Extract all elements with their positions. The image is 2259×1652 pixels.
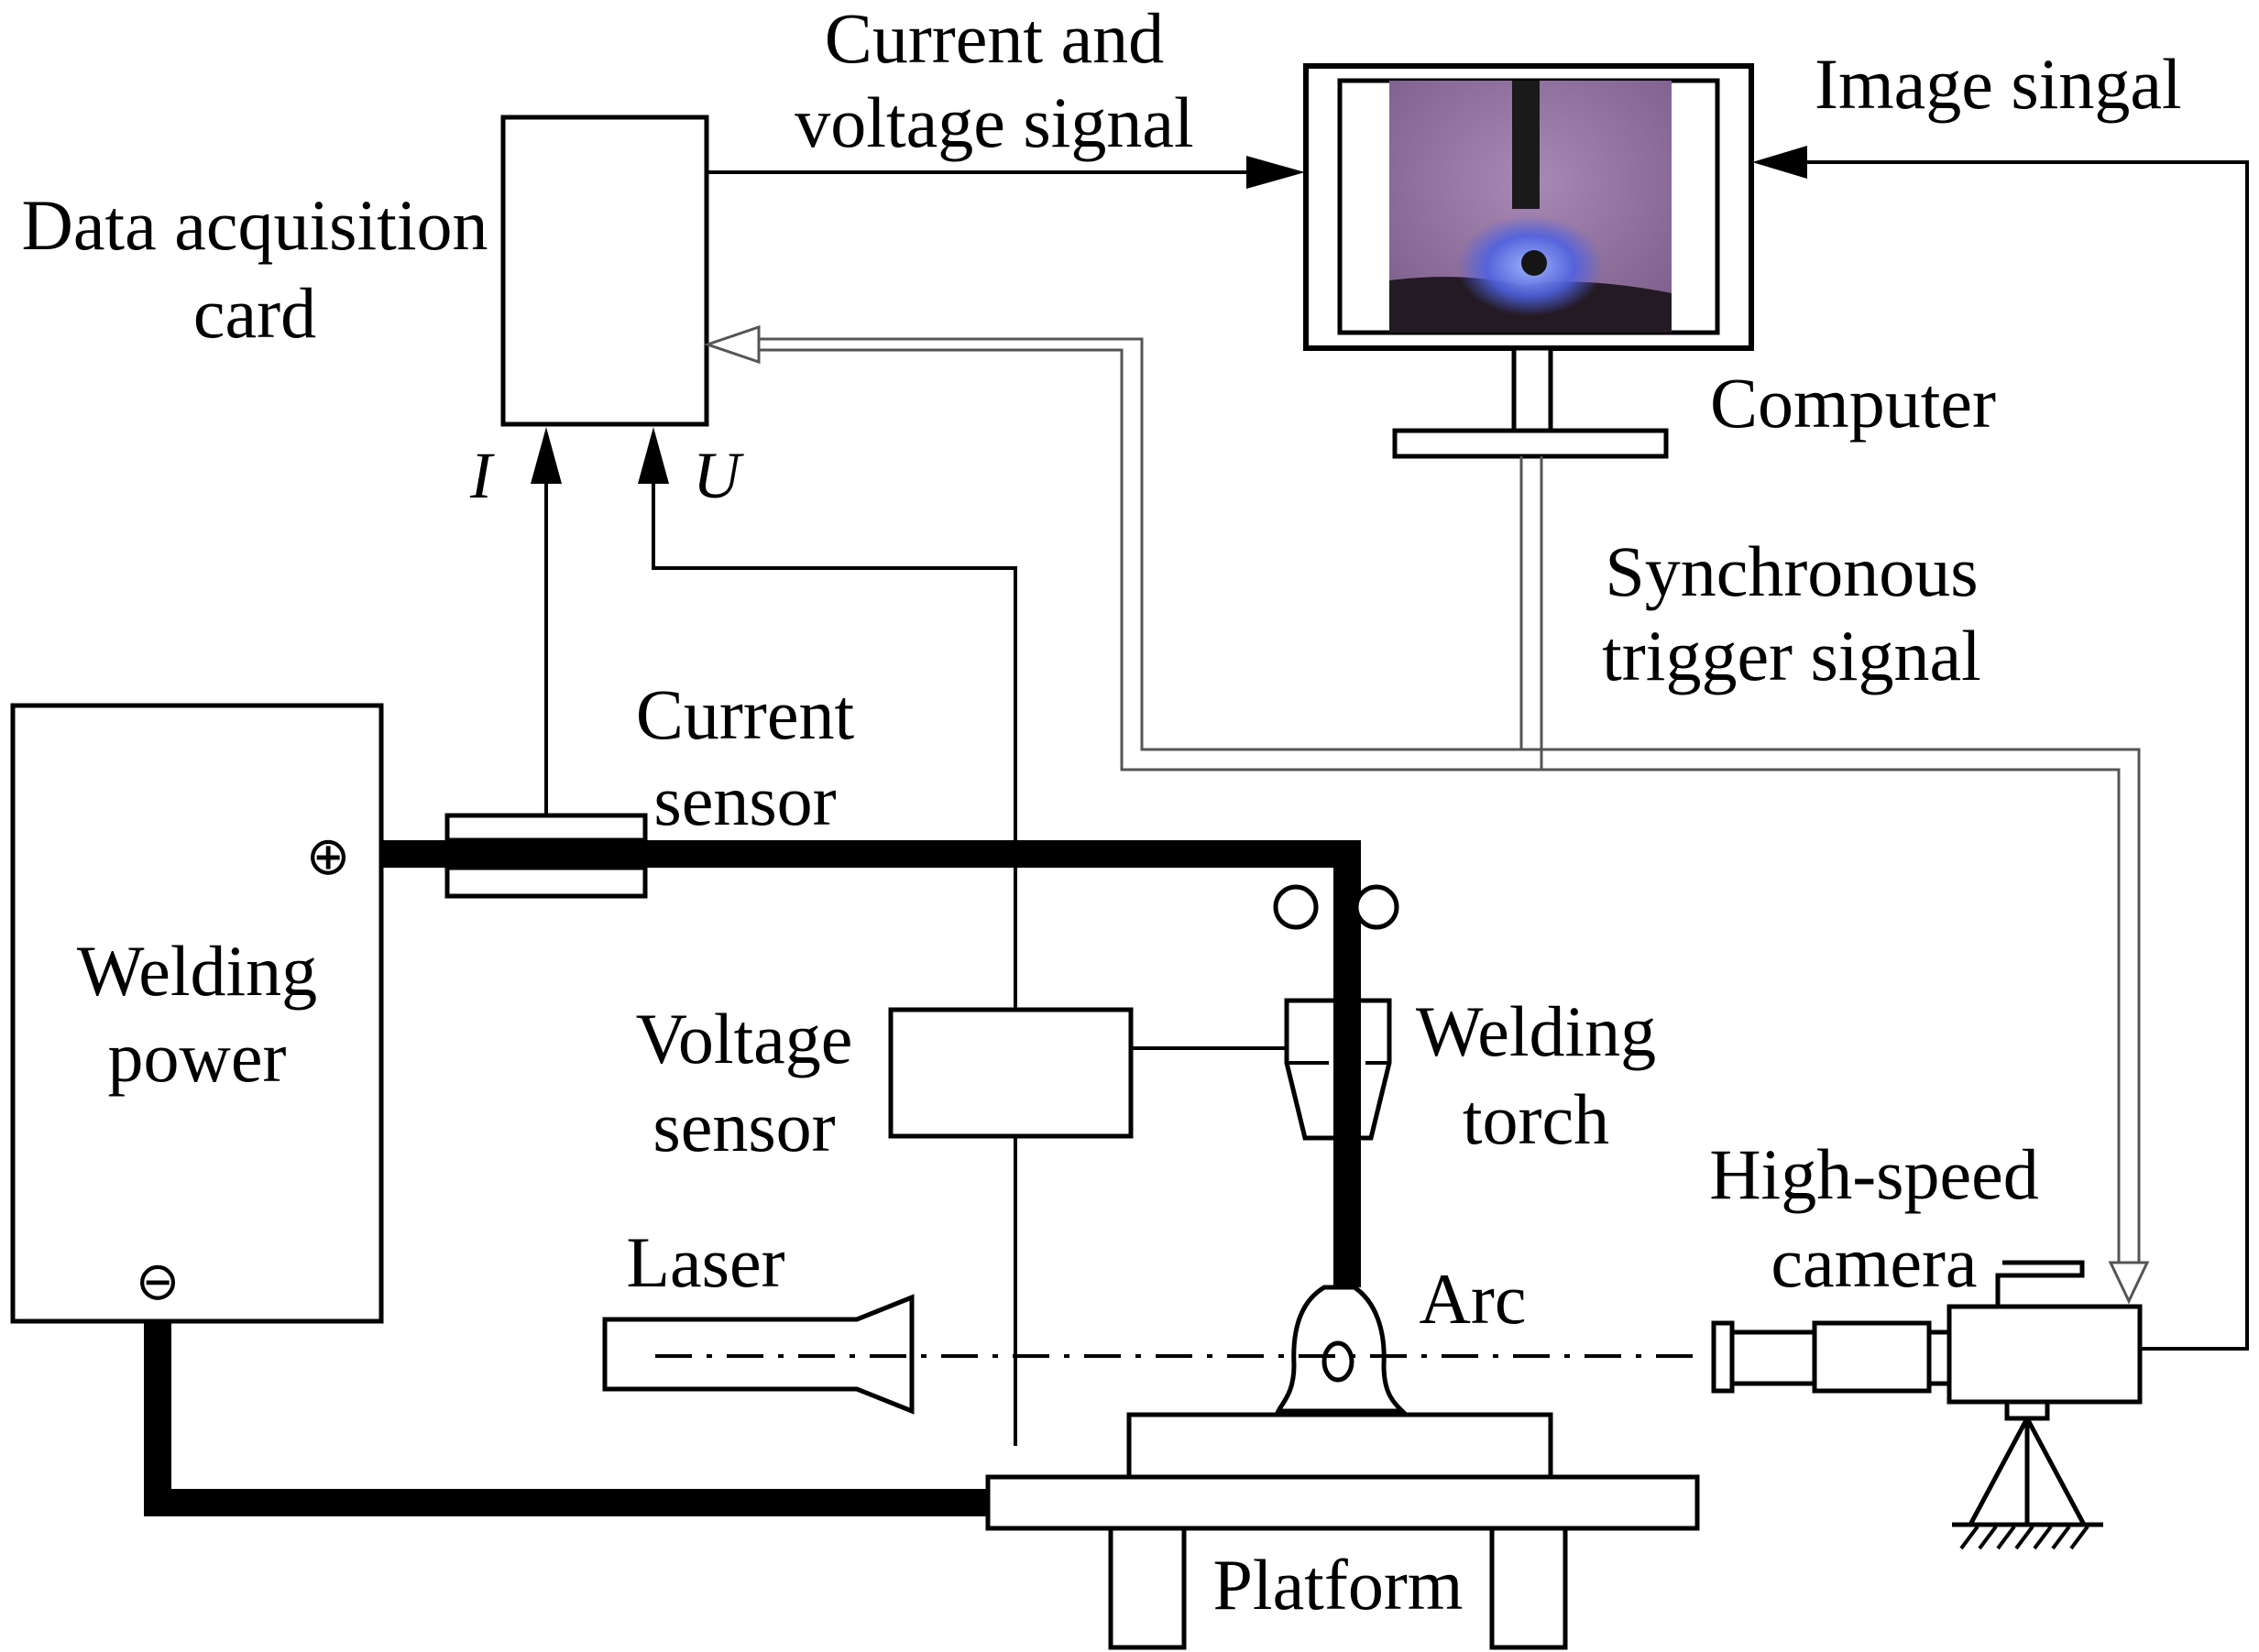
- camera-body: [1946, 1304, 2143, 1405]
- synchronous-trigger-label-line2: trigger signal: [1602, 616, 1981, 695]
- platform-label: Platform: [1213, 1545, 1464, 1625]
- welding-power-label-line1: Welding: [77, 931, 317, 1011]
- trigger-signal-to-camera-outer: [1541, 768, 2121, 1264]
- laser-label: Laser: [626, 1222, 784, 1302]
- high-speed-camera-label-line2: camera: [1771, 1222, 1977, 1302]
- voltage-sensor-label-line2: sensor: [652, 1087, 835, 1166]
- image-signal-label: Image singal: [1815, 44, 2182, 124]
- workpiece: [1126, 1412, 1553, 1480]
- voltage-sensor: [888, 1007, 1134, 1139]
- data-acquisition-card-label-line2: card: [193, 273, 316, 353]
- negative-cable: [144, 1321, 988, 1516]
- platform-leg-left: [1108, 1526, 1187, 1650]
- voltage-sensor-label-line1: Voltage: [636, 999, 853, 1078]
- synchronous-trigger-label-line1: Synchronous: [1605, 531, 1978, 611]
- current-input-label: I: [469, 439, 495, 512]
- high-speed-camera-label-line1: High-speed: [1709, 1134, 2039, 1214]
- current-sensor-top-edge: [444, 813, 648, 843]
- arc-label: Arc: [1420, 1259, 1527, 1339]
- camera-ground-hatch: [1959, 1525, 2089, 1550]
- welding-power-label-line2: power: [108, 1017, 287, 1097]
- computer-base: [1392, 428, 1669, 459]
- camera-lens-front: [1711, 1320, 1735, 1394]
- camera-lens-barrel: [1729, 1329, 1817, 1386]
- data-acquisition-card-label-line1: Data acquisition: [21, 185, 488, 265]
- platform-top: [985, 1474, 1700, 1531]
- current-voltage-signal-label-line2: voltage signal: [795, 82, 1193, 162]
- computer-neck: [1511, 345, 1553, 433]
- current-voltage-signal-label-line1: Current and: [825, 0, 1164, 78]
- arc-droplet: [1321, 1340, 1354, 1383]
- trigger-signal-to-card-inner: [733, 348, 1543, 771]
- voltage-signal-line: [652, 476, 1017, 1446]
- data-acquisition-card-box: [500, 115, 709, 427]
- screen-droplet: [1521, 250, 1547, 276]
- current-sensor-label-line1: Current: [636, 674, 855, 754]
- welding-power-box: [10, 703, 384, 1324]
- welding-torch-label-line2: torch: [1463, 1079, 1609, 1159]
- camera-handle: [1995, 1260, 2085, 1307]
- platform-leg-right: [1489, 1526, 1568, 1650]
- image-signal-arrowhead: [1752, 146, 1807, 179]
- trigger-signal-camera-arrowhead: [2108, 1261, 2150, 1305]
- negative-terminal-symbol: ⊖: [136, 1250, 181, 1312]
- screen-electrode: [1512, 81, 1540, 209]
- current-voltage-signal-arrowhead: [1246, 156, 1305, 189]
- computer-label: Computer: [1710, 363, 1996, 443]
- current-sensor-bottom-edge: [444, 865, 648, 899]
- trigger-signal-to-card-outer: [733, 337, 1523, 751]
- trigger-signal-card-arrowhead: [703, 324, 761, 365]
- trigger-signal-to-camera-inner: [1521, 748, 2141, 1264]
- current-sensor-label-line2: sensor: [653, 760, 836, 840]
- welding-torch-label-line1: Welding: [1416, 991, 1656, 1071]
- current-signal-arrowhead: [531, 427, 562, 484]
- camera-lens-mid: [1812, 1320, 1932, 1394]
- positive-terminal-symbol: ⊕: [306, 825, 351, 887]
- voltage-signal-arrowhead: [638, 427, 669, 484]
- image-signal-line: [1796, 160, 2249, 1351]
- camera-mount: [2004, 1399, 2050, 1421]
- wire-feed-roller-left: [1273, 884, 1319, 930]
- wire-feed-roller-right: [1354, 884, 1399, 930]
- positive-cable: [380, 840, 1361, 1287]
- camera-lens-back: [1926, 1329, 1952, 1386]
- voltage-input-label: U: [693, 439, 744, 512]
